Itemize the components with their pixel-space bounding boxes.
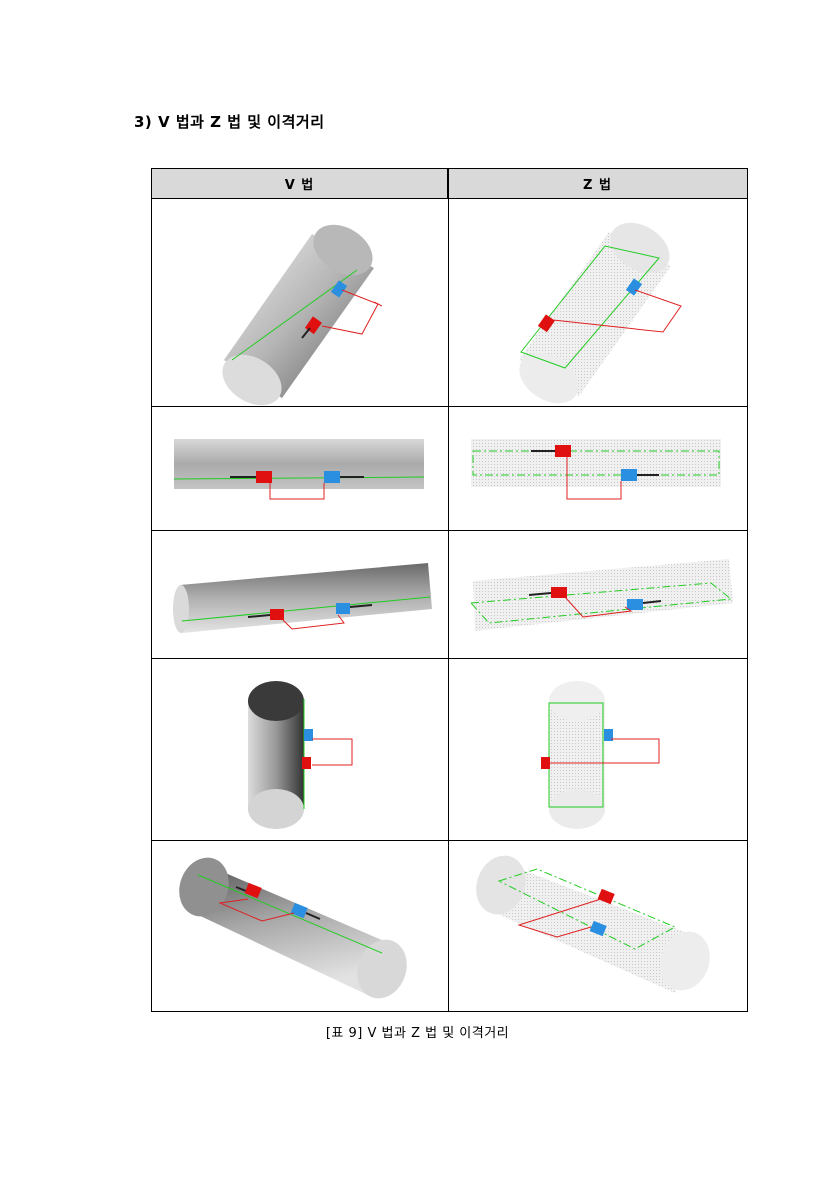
z-method-isometric-lower-image bbox=[449, 841, 747, 1011]
column-header-v-method: V 법 bbox=[152, 169, 448, 199]
section-heading: 3) V 법과 Z 법 및 이격거리 bbox=[134, 113, 325, 131]
row-divider bbox=[152, 406, 747, 407]
table-caption: [표 9] V 법과 Z 법 및 이격거리 bbox=[325, 1026, 510, 1041]
v-method-isometric-lower-image bbox=[152, 841, 448, 1011]
row-divider bbox=[152, 658, 747, 659]
z-method-end-on-image bbox=[449, 659, 747, 840]
v-method-isometric-upper-image bbox=[152, 200, 448, 406]
comparison-table: V 법 Z 법 bbox=[151, 168, 748, 1012]
v-method-tilted-side-image bbox=[152, 531, 448, 658]
row-divider bbox=[152, 840, 747, 841]
z-method-tilted-side-image bbox=[449, 531, 747, 658]
z-method-top-image bbox=[449, 407, 747, 530]
column-header-z-method: Z 법 bbox=[448, 169, 747, 199]
column-divider bbox=[448, 169, 449, 1011]
z-method-isometric-upper-image bbox=[449, 200, 747, 406]
v-method-top-image bbox=[152, 407, 448, 530]
v-method-end-on-image bbox=[152, 659, 448, 840]
row-divider bbox=[152, 530, 747, 531]
